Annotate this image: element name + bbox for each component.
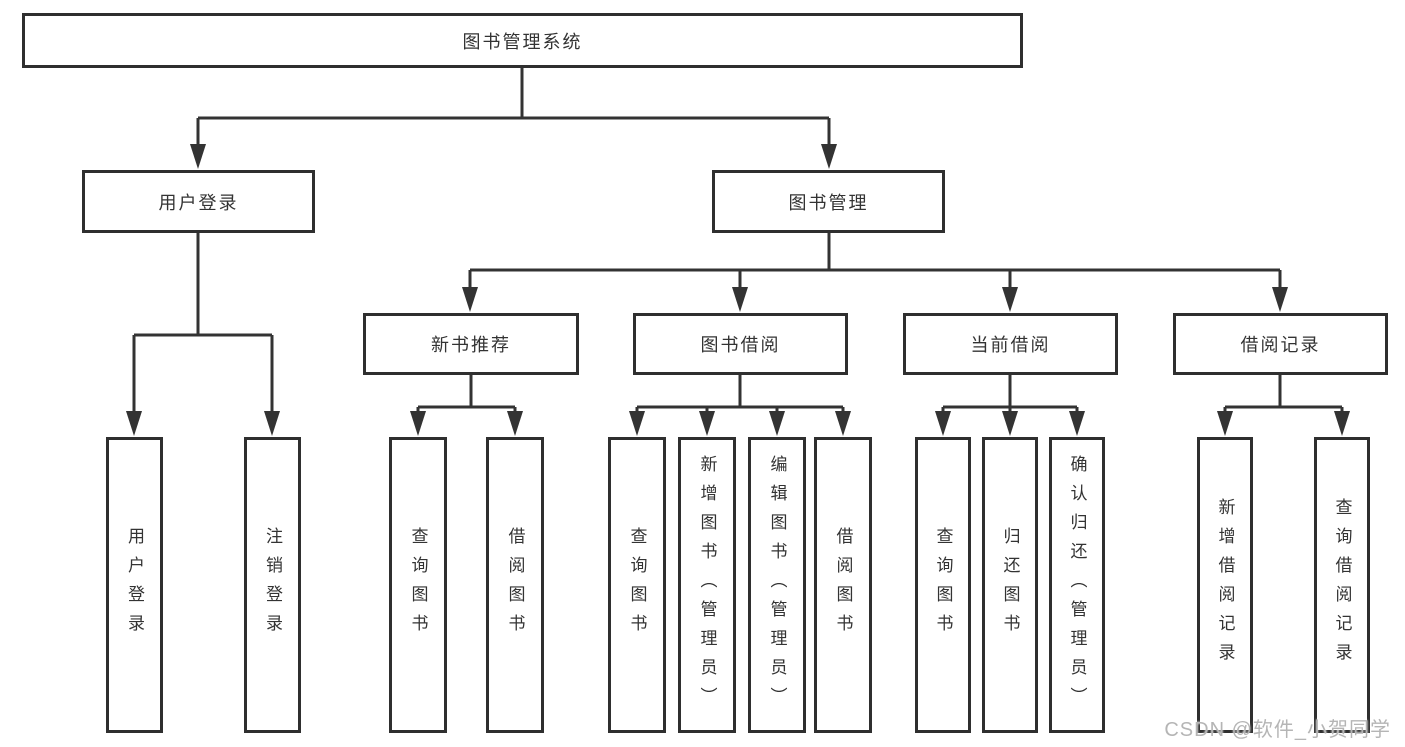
leaf-return-books: 归还图书 — [982, 437, 1038, 733]
leaf-query-borrow-record: 查询借阅记录 — [1314, 437, 1370, 733]
leaf-confirm-return-admin-label: 确认归还（管理员） — [1067, 454, 1087, 716]
node-user-login-label: 用户登录 — [158, 192, 239, 213]
node-current-borrow-label: 当前借阅 — [970, 335, 1051, 355]
leaf-return-books-label: 归还图书 — [1000, 527, 1020, 643]
leaf-add-books-admin: 新增图书（管理员） — [678, 437, 736, 733]
leaf-add-books-admin-label: 新增图书（管理员） — [697, 454, 717, 716]
leaf-current-query-books-label: 查询图书 — [933, 527, 953, 643]
leaf-add-borrow-record-label: 新增借阅记录 — [1215, 498, 1235, 672]
leaf-recommend-borrow-books-label: 借阅图书 — [505, 527, 525, 643]
node-root-label: 图书管理系统 — [462, 31, 583, 52]
node-borrow-records-label: 借阅记录 — [1240, 335, 1321, 355]
leaf-confirm-return-admin: 确认归还（管理员） — [1049, 437, 1105, 733]
leaf-add-borrow-record: 新增借阅记录 — [1197, 437, 1253, 733]
leaf-recommend-borrow-books: 借阅图书 — [486, 437, 544, 733]
node-new-book-recommend-label: 新书推荐 — [431, 335, 511, 355]
leaf-borrow-books: 借阅图书 — [814, 437, 872, 733]
leaf-borrow-query-books-label: 查询图书 — [627, 527, 647, 643]
node-root: 图书管理系统 — [22, 13, 1023, 68]
leaf-logout: 注销登录 — [244, 437, 301, 733]
leaf-logout-label: 注销登录 — [263, 527, 282, 643]
leaf-edit-books-admin-label: 编辑图书（管理员） — [767, 454, 787, 716]
leaf-recommend-query-books-label: 查询图书 — [408, 527, 428, 643]
leaf-user-login-label: 用户登录 — [125, 527, 144, 643]
leaf-borrow-query-books: 查询图书 — [608, 437, 666, 733]
leaf-current-query-books: 查询图书 — [915, 437, 971, 733]
node-book-management-label: 图书管理 — [788, 192, 869, 213]
leaf-query-borrow-record-label: 查询借阅记录 — [1332, 498, 1352, 672]
node-user-login: 用户登录 — [82, 170, 315, 233]
node-borrow-records: 借阅记录 — [1173, 313, 1388, 375]
node-book-management: 图书管理 — [712, 170, 945, 233]
node-new-book-recommend: 新书推荐 — [363, 313, 579, 375]
node-current-borrow: 当前借阅 — [903, 313, 1118, 375]
leaf-borrow-books-label: 借阅图书 — [833, 527, 853, 643]
node-book-borrow-label: 图书借阅 — [700, 335, 781, 355]
leaf-user-login: 用户登录 — [106, 437, 163, 733]
leaf-edit-books-admin: 编辑图书（管理员） — [748, 437, 806, 733]
leaf-recommend-query-books: 查询图书 — [389, 437, 447, 733]
node-book-borrow: 图书借阅 — [633, 313, 848, 375]
watermark: CSDN @软件_小贺同学 — [1164, 719, 1391, 741]
